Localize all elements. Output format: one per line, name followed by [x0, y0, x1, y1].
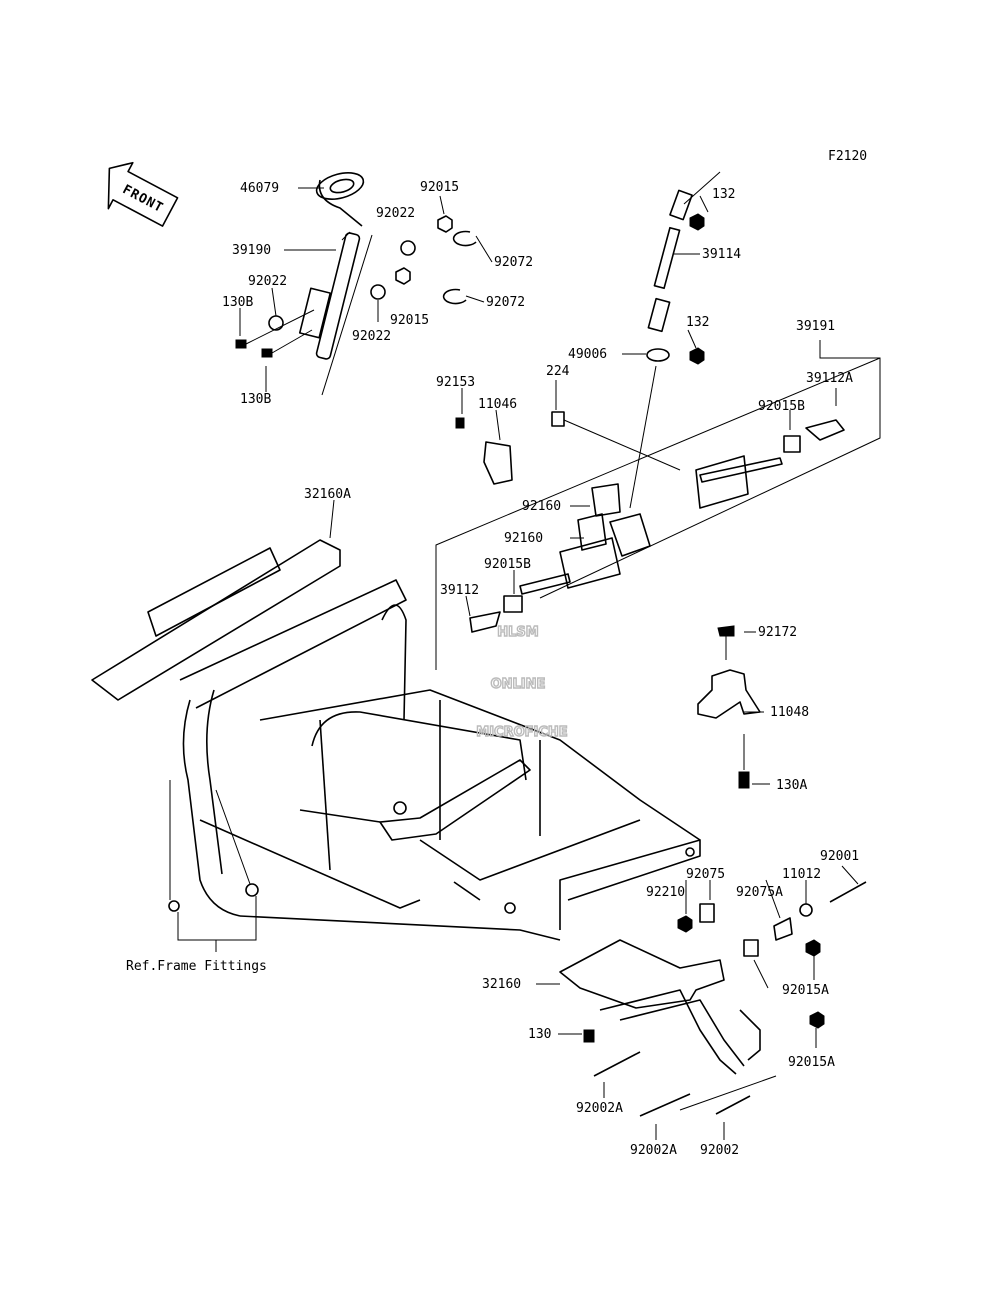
callout-label: 92015B — [758, 399, 805, 414]
callout-label: 92015B — [484, 557, 531, 572]
callout-label: 92210 — [646, 885, 685, 900]
reference-label: Ref.Frame Fittings — [126, 959, 267, 974]
callout-labels: 46079 92015 92022 39190 92072 92022 130B… — [222, 180, 859, 1158]
callout-label: 92015A — [782, 983, 829, 998]
callout-label: 11046 — [478, 397, 517, 412]
callout-label: 92075A — [736, 885, 783, 900]
callout-label: 39112A — [806, 371, 853, 386]
callout-label: 46079 — [240, 181, 279, 196]
watermark: HLSM ONLINE MICROFICHE — [476, 624, 569, 740]
callout-label: 92160 — [504, 531, 543, 546]
callout-label: 92002 — [700, 1143, 739, 1158]
figure-code: F2120 — [828, 149, 867, 164]
callout-label: 130A — [776, 778, 807, 793]
callout-label: 39191 — [796, 319, 835, 334]
callout-label: 32160A — [304, 487, 351, 502]
callout-label: 92172 — [758, 625, 797, 640]
callout-label: 132 — [712, 187, 735, 202]
callout-label: 224 — [546, 364, 570, 379]
callout-label: 11048 — [770, 705, 809, 720]
callout-label: 92001 — [820, 849, 859, 864]
callout-label: 92160 — [522, 499, 561, 514]
sub-frame — [559, 881, 867, 1117]
callout-label: 92022 — [376, 206, 415, 221]
callout-label: 92015 — [390, 313, 429, 328]
steering-gear-assembly — [435, 340, 881, 670]
watermark-line: HLSM — [497, 625, 538, 640]
callout-label: 39112 — [440, 583, 479, 598]
callout-label: 39114 — [702, 247, 741, 262]
watermark-line: ONLINE — [491, 677, 546, 692]
main-frame — [91, 539, 701, 952]
steering-shaft-assembly — [629, 171, 721, 509]
callout-label: 130B — [222, 295, 253, 310]
front-arrow-icon: FRONT — [107, 161, 179, 227]
callout-label: 92153 — [436, 375, 475, 390]
callout-label: 92015A — [788, 1055, 835, 1070]
callout-label: 92022 — [352, 329, 391, 344]
steering-column-assembly — [235, 172, 477, 396]
callout-label: 11012 — [782, 867, 821, 882]
callout-label: 39190 — [232, 243, 271, 258]
leader-lines — [239, 187, 859, 1140]
watermark-line: MICROFICHE — [476, 725, 567, 740]
callout-label: 92002A — [576, 1101, 623, 1116]
callout-label: 32160 — [482, 977, 521, 992]
callout-label: 130 — [528, 1027, 551, 1042]
callout-label: 92015 — [420, 180, 459, 195]
callout-label: 92002A — [630, 1143, 677, 1158]
callout-label: 49006 — [568, 347, 607, 362]
bracket-11048 — [697, 625, 761, 789]
callout-label: 92075 — [686, 867, 725, 882]
callout-label: 132 — [686, 315, 709, 330]
callout-label: 92072 — [486, 295, 525, 310]
callout-label: 92022 — [248, 274, 287, 289]
callout-label: 130B — [240, 392, 271, 407]
callout-label: 92072 — [494, 255, 533, 270]
